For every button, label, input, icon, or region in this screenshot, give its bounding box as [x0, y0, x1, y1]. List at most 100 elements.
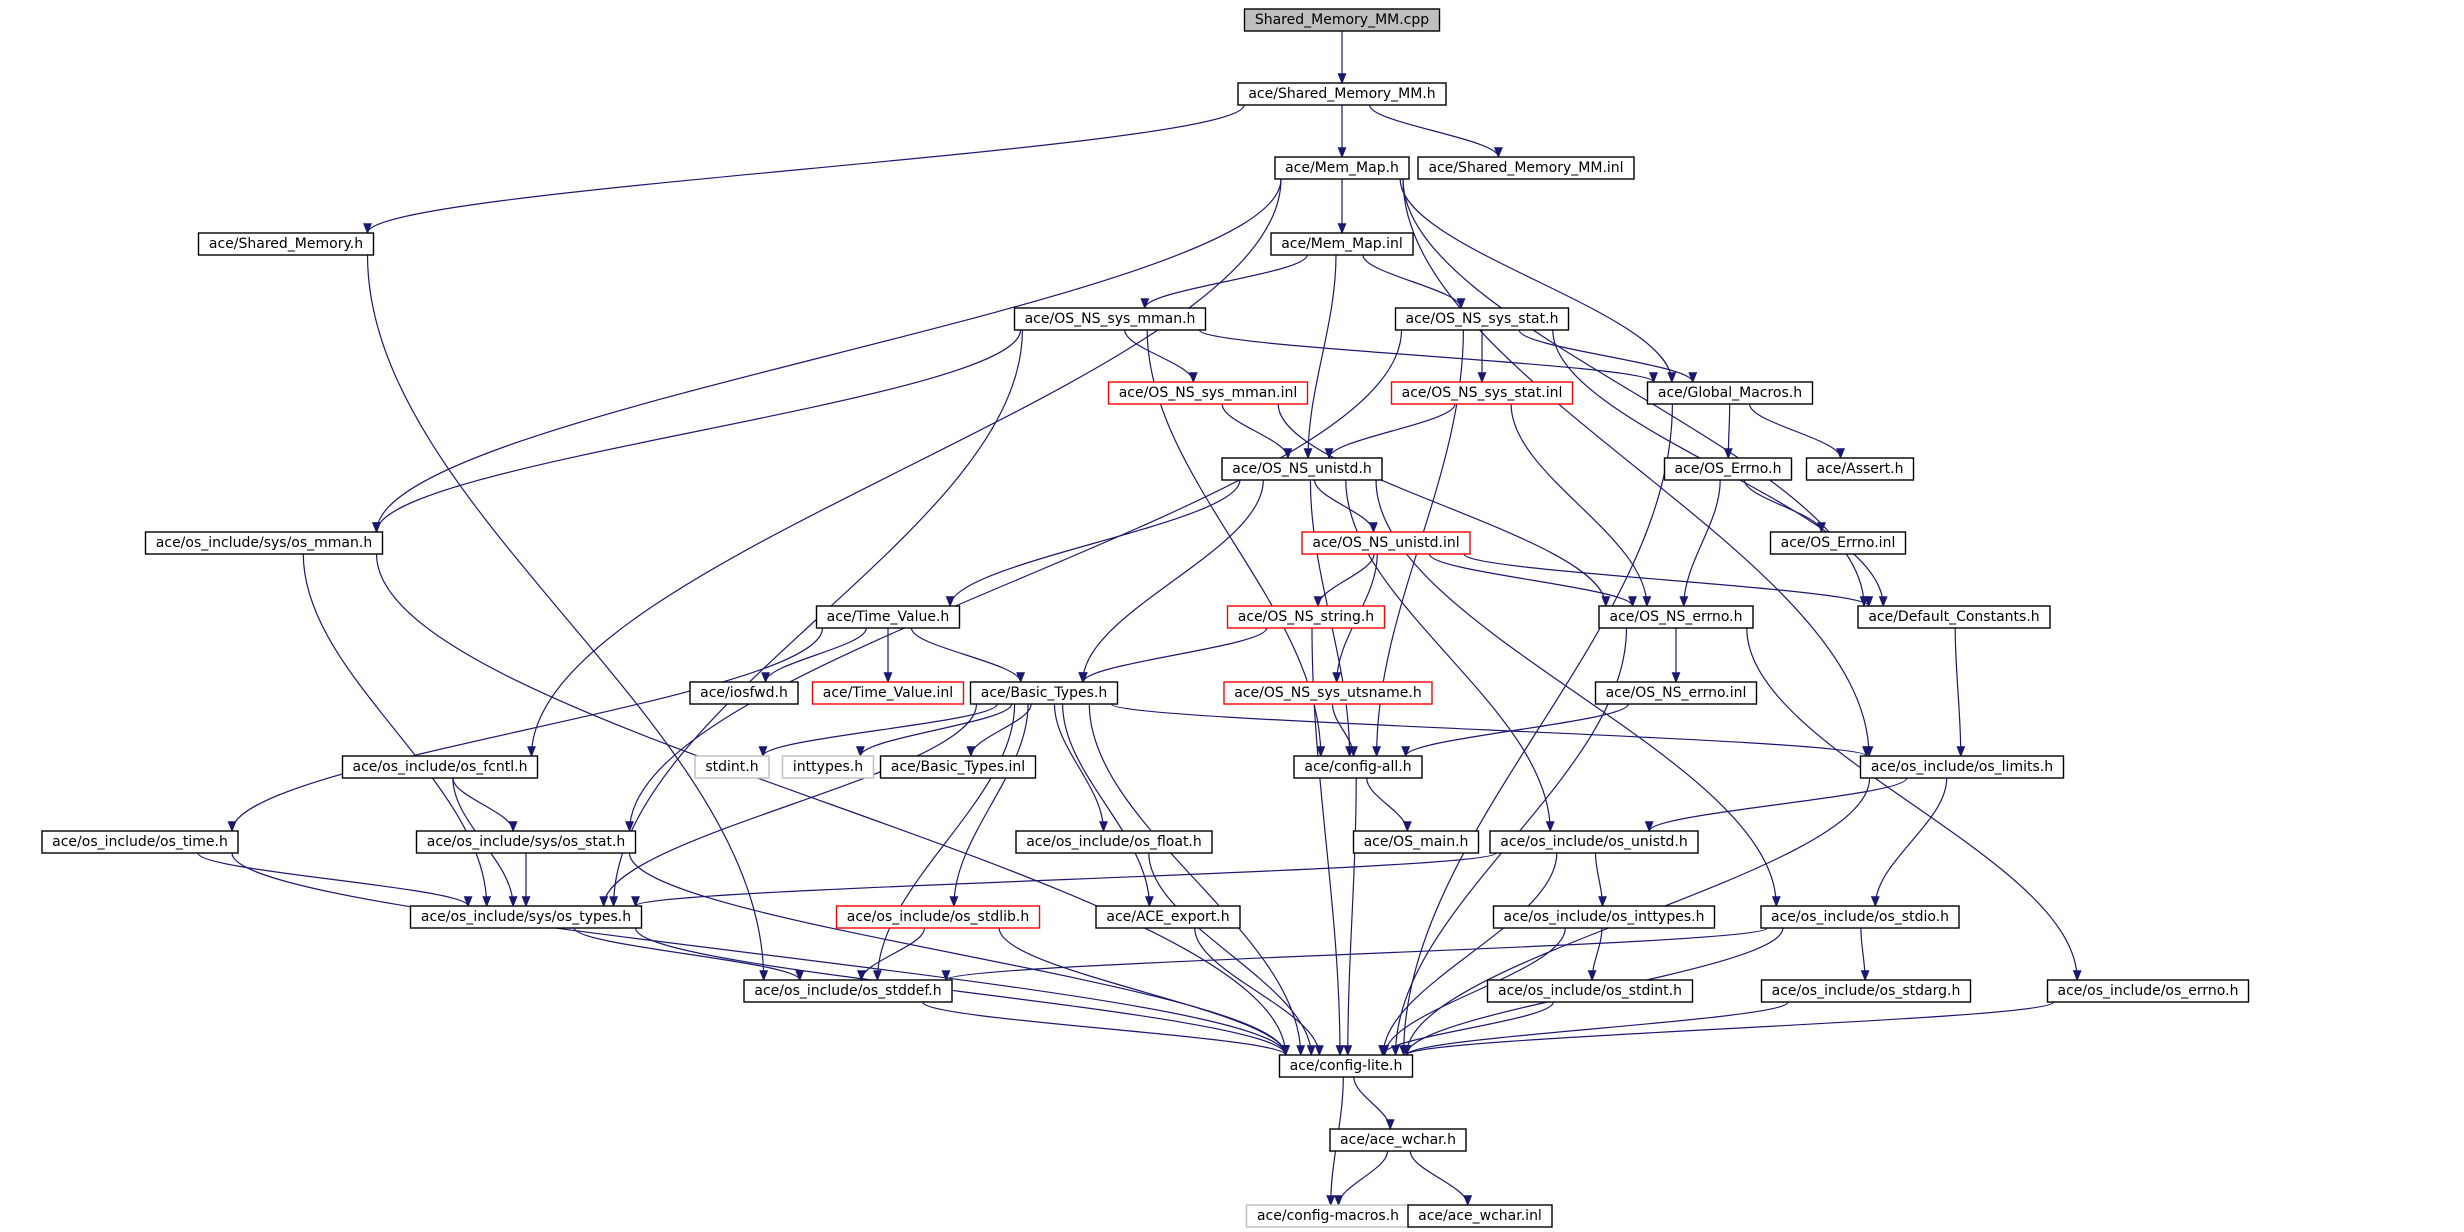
node-box[interactable] — [1769, 531, 1907, 555]
node-box[interactable] — [1663, 457, 1793, 481]
node-aceexport[interactable]: ace/ACE_export.h — [1095, 905, 1241, 929]
node-memmap-h[interactable]: ace/Mem_Map.h — [1274, 156, 1410, 180]
node-stdint[interactable]: stdint.h — [694, 755, 770, 779]
node-acewchar-inl[interactable]: ace/ace_wchar.inl — [1407, 1204, 1553, 1228]
node-box[interactable] — [1394, 307, 1570, 331]
node-box[interactable] — [1352, 830, 1480, 854]
node-ostime[interactable]: ace/os_include/os_time.h — [41, 830, 239, 854]
node-memmap-inl[interactable]: ace/Mem_Map.inl — [1270, 232, 1414, 256]
node-osstdarg[interactable]: ace/os_include/os_stdarg.h — [1760, 979, 1972, 1003]
node-box[interactable] — [781, 755, 875, 779]
node-box[interactable] — [1015, 830, 1213, 854]
node-oserrno[interactable]: ace/os_include/os_errno.h — [2046, 979, 2250, 1003]
node-box[interactable] — [1407, 1204, 1553, 1228]
node-osstdlib[interactable]: ace/os_include/os_stdlib.h — [835, 905, 1041, 929]
node-box[interactable] — [1492, 905, 1716, 929]
node-box[interactable] — [1107, 381, 1309, 405]
node-box[interactable] — [1013, 307, 1207, 331]
node-box[interactable] — [1221, 457, 1383, 481]
node-nserrno-inl[interactable]: ace/OS_NS_errno.inl — [1594, 681, 1758, 705]
node-ostypes[interactable]: ace/os_include/sys/os_types.h — [409, 905, 643, 929]
node-box[interactable] — [1417, 156, 1635, 180]
node-smm-inl[interactable]: ace/Shared_Memory_MM.inl — [1417, 156, 1635, 180]
node-timevalue-h[interactable]: ace/Time_Value.h — [815, 605, 961, 629]
node-box[interactable] — [1598, 605, 1754, 629]
node-box[interactable] — [409, 905, 643, 929]
node-nserrno-h[interactable]: ace/OS_NS_errno.h — [1598, 605, 1754, 629]
node-box[interactable] — [1805, 457, 1915, 481]
node-osstdio[interactable]: ace/os_include/os_stdio.h — [1760, 905, 1960, 929]
node-box[interactable] — [1270, 232, 1414, 256]
node-box[interactable] — [1489, 830, 1699, 854]
node-osfcntl[interactable]: ace/os_include/os_fcntl.h — [341, 755, 539, 779]
node-box[interactable] — [835, 905, 1041, 929]
node-oslimits[interactable]: ace/os_include/os_limits.h — [1859, 755, 2065, 779]
node-box[interactable] — [1390, 381, 1574, 405]
node-osstdint[interactable]: ace/os_include/os_stdint.h — [1486, 979, 1694, 1003]
node-box[interactable] — [1486, 979, 1694, 1003]
node-box[interactable] — [341, 755, 539, 779]
node-defconst[interactable]: ace/Default_Constants.h — [1857, 605, 2051, 629]
node-box[interactable] — [689, 681, 799, 705]
node-osstddef[interactable]: ace/os_include/os_stddef.h — [743, 979, 953, 1003]
node-oserrno-h[interactable]: ace/OS_Errno.h — [1663, 457, 1793, 481]
node-box[interactable] — [197, 232, 375, 256]
node-box[interactable] — [1223, 681, 1433, 705]
node-sysstat-h[interactable]: ace/OS_NS_sys_stat.h — [1394, 307, 1570, 331]
node-box[interactable] — [415, 830, 637, 854]
node-box[interactable] — [1095, 905, 1241, 929]
node-configmacros[interactable]: ace/config-macros.h — [1245, 1204, 1411, 1228]
node-box[interactable] — [2046, 979, 2250, 1003]
node-box[interactable] — [879, 755, 1037, 779]
node-box[interactable] — [969, 681, 1119, 705]
node-box[interactable] — [1243, 8, 1441, 32]
node-box[interactable] — [41, 830, 239, 854]
node-timevalue-inl[interactable]: ace/Time_Value.inl — [811, 681, 965, 705]
node-box[interactable] — [1857, 605, 2051, 629]
node-box[interactable] — [144, 531, 384, 555]
node-osstat[interactable]: ace/os_include/sys/os_stat.h — [415, 830, 637, 854]
node-shmem-h[interactable]: ace/Shared_Memory.h — [197, 232, 375, 256]
node-box[interactable] — [1859, 755, 2065, 779]
node-box[interactable] — [1329, 1128, 1467, 1152]
node-inttypes[interactable]: inttypes.h — [781, 755, 875, 779]
node-box[interactable] — [1301, 531, 1471, 555]
node-smm-h[interactable]: ace/Shared_Memory_MM.h — [1237, 82, 1447, 106]
node-box[interactable] — [1646, 381, 1814, 405]
node-iosfwd[interactable]: ace/iosfwd.h — [689, 681, 799, 705]
node-box[interactable] — [1594, 681, 1758, 705]
node-basictypes-inl[interactable]: ace/Basic_Types.inl — [879, 755, 1037, 779]
node-box[interactable] — [1226, 605, 1386, 629]
node-box[interactable] — [743, 979, 953, 1003]
node-box[interactable] — [1237, 82, 1447, 106]
node-box[interactable] — [811, 681, 965, 705]
node-box[interactable] — [815, 605, 961, 629]
node-basictypes-h[interactable]: ace/Basic_Types.h — [969, 681, 1119, 705]
node-osmman[interactable]: ace/os_include/sys/os_mman.h — [144, 531, 384, 555]
node-box[interactable] — [1278, 1054, 1414, 1078]
node-osinttypes[interactable]: ace/os_include/os_inttypes.h — [1492, 905, 1716, 929]
node-osfloat[interactable]: ace/os_include/os_float.h — [1015, 830, 1213, 854]
node-box[interactable] — [694, 755, 770, 779]
node-box[interactable] — [1760, 905, 1960, 929]
node-utsname[interactable]: ace/OS_NS_sys_utsname.h — [1223, 681, 1433, 705]
node-osmain[interactable]: ace/OS_main.h — [1352, 830, 1480, 854]
node-osunistd[interactable]: ace/os_include/os_unistd.h — [1489, 830, 1699, 854]
edge-basictypes-h-to-ostypes-arrowhead — [599, 896, 609, 908]
node-box[interactable] — [1274, 156, 1410, 180]
node-sysstat-inl[interactable]: ace/OS_NS_sys_stat.inl — [1390, 381, 1574, 405]
node-globalmacros[interactable]: ace/Global_Macros.h — [1646, 381, 1814, 405]
node-oserrno-inl[interactable]: ace/OS_Errno.inl — [1769, 531, 1907, 555]
node-unistd-h[interactable]: ace/OS_NS_unistd.h — [1221, 457, 1383, 481]
node-assert-h[interactable]: ace/Assert.h — [1805, 457, 1915, 481]
node-configlite[interactable]: ace/config-lite.h — [1278, 1054, 1414, 1078]
node-unistd-inl[interactable]: ace/OS_NS_unistd.inl — [1301, 531, 1471, 555]
node-smm-cpp[interactable]: Shared_Memory_MM.cpp — [1243, 8, 1441, 32]
node-sysmman-h[interactable]: ace/OS_NS_sys_mman.h — [1013, 307, 1207, 331]
node-box[interactable] — [1760, 979, 1972, 1003]
node-acewchar-h[interactable]: ace/ace_wchar.h — [1329, 1128, 1467, 1152]
node-nsstring[interactable]: ace/OS_NS_string.h — [1226, 605, 1386, 629]
node-sysmman-inl[interactable]: ace/OS_NS_sys_mman.inl — [1107, 381, 1309, 405]
node-configall[interactable]: ace/config-all.h — [1293, 755, 1423, 779]
node-box[interactable] — [1293, 755, 1423, 779]
